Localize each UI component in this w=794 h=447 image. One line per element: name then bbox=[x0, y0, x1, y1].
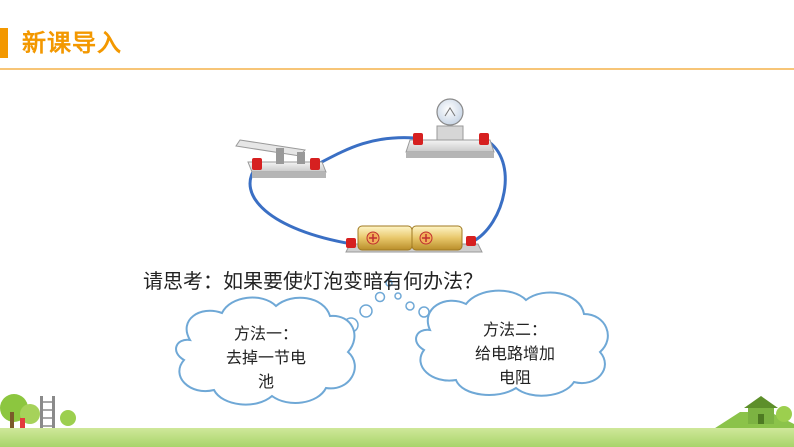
method-one-text: 方法一： 去掉一节电 池 bbox=[196, 322, 336, 394]
cloud-method-one bbox=[175, 296, 356, 406]
ground-strip bbox=[0, 428, 794, 447]
question-text: 请思考：如果要使灯泡变暗有何办法？ bbox=[143, 269, 483, 293]
method-two-heading: 方法二： bbox=[482, 320, 547, 339]
decorative-scene-right bbox=[712, 396, 794, 430]
method-two-line3: 电阻 bbox=[498, 368, 531, 387]
method-one-line3: 池 bbox=[257, 372, 274, 391]
wires bbox=[248, 136, 507, 246]
battery-icon bbox=[345, 225, 483, 253]
page-title: 新课导入 bbox=[22, 29, 122, 57]
method-two-line2: 给电路增加 bbox=[474, 344, 555, 363]
light-bulb-icon bbox=[405, 98, 495, 158]
header-accent-bar bbox=[0, 28, 8, 58]
switch-icon bbox=[235, 139, 327, 178]
method-one-line2: 去掉一节电 bbox=[225, 348, 306, 367]
method-one-heading: 方法一： bbox=[233, 324, 298, 343]
method-two-text: 方法二： 给电路增加 电阻 bbox=[440, 318, 590, 390]
cloud-method-two bbox=[415, 289, 609, 397]
decorative-scene-left bbox=[0, 394, 76, 430]
header-divider bbox=[0, 68, 794, 70]
